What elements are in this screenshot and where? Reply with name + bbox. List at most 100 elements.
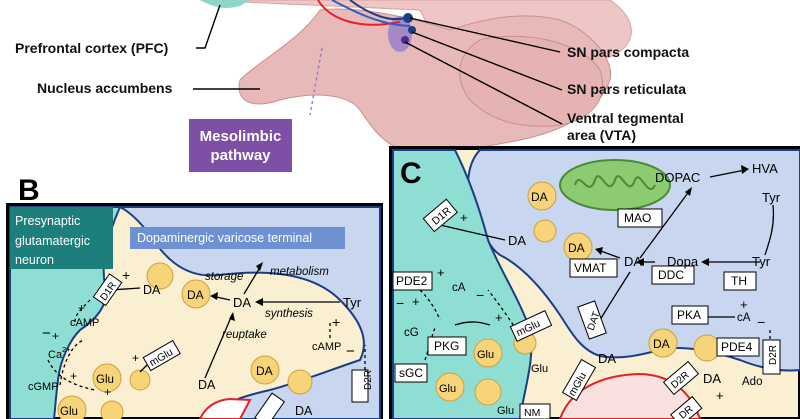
leader-lines	[193, 4, 563, 125]
tyr-label-c: Tyr	[752, 254, 771, 269]
panel-c-letter: C	[400, 157, 422, 190]
vesicle-da-1	[146, 262, 174, 290]
sn-compacta-label: SN pars compacta	[567, 44, 690, 60]
reuptake-label: reuptake	[222, 329, 267, 341]
arrow-pkg	[454, 321, 491, 326]
vmat-box	[569, 258, 618, 278]
postsynaptic-red	[198, 397, 252, 419]
c-da-cleft: DA	[598, 351, 616, 366]
d2r-label-b: D2R	[363, 370, 374, 390]
nacc-label: Nucleus accumbens	[37, 80, 173, 96]
mglu-receptor-b	[142, 339, 181, 372]
arrow-ca	[47, 359, 96, 391]
plus-b-3: +	[52, 329, 59, 343]
minus-c-2: −	[476, 287, 484, 303]
nm-box	[519, 403, 551, 419]
minus-c-3: −	[757, 314, 765, 330]
vesicle-glu-2	[57, 395, 87, 419]
arrow-reuptake	[204, 314, 233, 379]
c-vesicle-5	[693, 334, 721, 362]
arrowhead-dopa	[701, 258, 709, 266]
c-vesicle-glu-3	[474, 378, 502, 406]
sn-reticulata-leader	[411, 31, 563, 91]
metabolism-label: metabolism	[270, 266, 329, 278]
vta-label: Ventral tegmental area (VTA)	[567, 110, 684, 144]
terminal-label: Dopaminergic varicose terminal	[137, 231, 312, 245]
vmat-label: VMAT	[574, 261, 607, 275]
camp-left-label: cAMP	[70, 317, 99, 329]
panel-b: B Presynaptic glutamatergic neuron Dopam…	[6, 174, 383, 419]
presynaptic-label-box	[10, 207, 113, 269]
panel-b-arrows	[47, 263, 366, 391]
c-vesicle-2	[533, 219, 557, 243]
mito-outer	[559, 159, 671, 211]
mitochondrion	[559, 159, 671, 211]
sgc-box	[394, 363, 428, 383]
sn-compacta-dot	[403, 13, 413, 23]
hva-label: HVA	[752, 161, 778, 176]
arrowhead-synthesis	[255, 298, 263, 306]
plus-b-1: +	[122, 267, 130, 283]
arrowhead-da	[636, 258, 644, 266]
c-da-v4: DA	[653, 337, 670, 351]
storage-label: storage	[205, 271, 243, 283]
c-vesicle-glu-1	[473, 338, 503, 368]
sn-reticulata-label: SN pars reticulata	[567, 81, 687, 97]
arrowhead-storage	[210, 292, 218, 300]
cerebellum	[459, 35, 604, 127]
plus-c-2: +	[437, 265, 445, 280]
da-cleft-label: DA	[198, 378, 216, 392]
minus-b-1: −	[346, 343, 355, 360]
c-vesicle-4	[648, 328, 678, 358]
ddc-label: DDC	[658, 268, 684, 282]
d2r-label-c-right: D2R	[768, 345, 779, 365]
mglu-box-c-2	[561, 358, 597, 402]
terminal-label-box	[130, 227, 345, 249]
d2r-receptor-b	[351, 369, 369, 403]
d2r-box-c-bottom	[662, 360, 700, 396]
arrow-pde2	[419, 289, 441, 321]
vesicle-fusing	[129, 369, 151, 391]
pde4-box	[716, 337, 760, 357]
mesolimbic-pathway-line2: pathway	[210, 146, 271, 164]
glu-vesicle-2-label: Glu	[60, 406, 78, 418]
c-da-cleft-2: DA	[703, 371, 721, 386]
pka-box	[671, 305, 709, 325]
vta-dot	[401, 36, 409, 44]
cortex-teal	[200, 0, 250, 8]
arrow-tyr-down	[764, 204, 775, 256]
arrowhead-metabolism	[256, 262, 263, 271]
mesolimbic-pathway-line1: Mesolimbic	[199, 127, 282, 145]
dopac-label: DOPAC	[655, 170, 700, 185]
arrow-camp-left	[74, 299, 91, 323]
glu-vesicle-1-label: Glu	[96, 374, 114, 386]
da-synaptic-label: DA	[143, 283, 161, 297]
panel-c-arrowheads	[595, 165, 749, 266]
panel-b-letter: B	[18, 174, 40, 207]
c-vesicle-1	[527, 181, 557, 211]
plus-c-3: +	[412, 294, 420, 309]
presynaptic-label-line3: neuron	[15, 253, 54, 267]
da-vesicle-label: DA	[187, 288, 204, 302]
minus-c-1: −	[396, 295, 404, 311]
ca-label-c-left: cA	[452, 282, 466, 294]
pfc-leader	[196, 4, 221, 49]
cgmp-label: cGMP	[28, 381, 59, 393]
th-label: TH	[731, 274, 747, 288]
pde2-label: PDE2	[396, 274, 428, 288]
dat-box	[577, 300, 607, 340]
pathway-blue	[349, 0, 406, 20]
plus-c-4: +	[740, 297, 748, 312]
th-box	[723, 271, 757, 291]
presynaptic-label-line2: glutamatergic	[15, 234, 90, 248]
arrow-da-dopac	[639, 189, 691, 259]
plus-c-1: +	[460, 210, 468, 225]
ca-label: Ca	[48, 349, 63, 361]
mglu-box-c	[509, 310, 553, 342]
c-vesicle-glu-2	[435, 372, 465, 402]
d1r-box-c	[422, 198, 458, 233]
arrowhead-dopac	[685, 187, 692, 196]
sn-reticulata-dot	[408, 26, 416, 34]
vta-leader	[404, 41, 563, 125]
arrowhead-vmat	[595, 247, 603, 255]
